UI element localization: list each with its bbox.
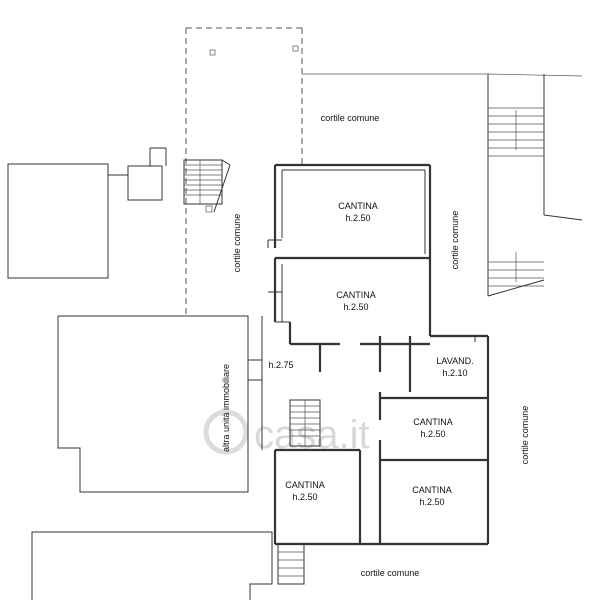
bottom-steps xyxy=(277,543,305,585)
main-building xyxy=(267,163,490,546)
hall-height: h.2.75 xyxy=(268,360,293,370)
other-unit-label: altra unità immobiliare xyxy=(221,364,231,452)
room-1-name: CANTINA xyxy=(338,201,378,211)
room-labels: CANTINA h.2.50 CANTINA h.2.50 LAVAND. h.… xyxy=(268,201,473,507)
room-5-height: h.2.50 xyxy=(419,497,444,507)
room-2-height: h.2.50 xyxy=(343,302,368,312)
dashed-strip xyxy=(185,27,303,318)
boundary-lines xyxy=(302,73,583,77)
courtyard-top-label: cortile comune xyxy=(321,113,380,123)
room-3-height: h.2.10 xyxy=(442,368,467,378)
left-staircase xyxy=(183,159,231,213)
courtyard-right-label: cortile comune xyxy=(520,406,530,465)
area-labels: cortile comune cortile comune cortile co… xyxy=(221,113,530,578)
room-4-name: CANTINA xyxy=(413,417,453,427)
room-6-height: h.2.50 xyxy=(292,492,317,502)
room-2-name: CANTINA xyxy=(336,290,376,300)
courtyard-mid-label: cortile comune xyxy=(450,211,460,270)
room-4-height: h.2.50 xyxy=(420,429,445,439)
room-6-name: CANTINA xyxy=(285,480,325,490)
right-staircase xyxy=(487,74,583,297)
room-1-height: h.2.50 xyxy=(345,213,370,223)
other-unit-block xyxy=(57,315,263,493)
left-building xyxy=(7,147,167,279)
courtyard-bottom-label: cortile comune xyxy=(361,568,420,578)
courtyard-left-label: cortile comune xyxy=(232,214,242,273)
interior-staircase xyxy=(289,399,321,447)
room-5-name: CANTINA xyxy=(412,485,452,495)
room-3-name: LAVAND. xyxy=(436,356,473,366)
bottom-left-building xyxy=(31,531,273,600)
